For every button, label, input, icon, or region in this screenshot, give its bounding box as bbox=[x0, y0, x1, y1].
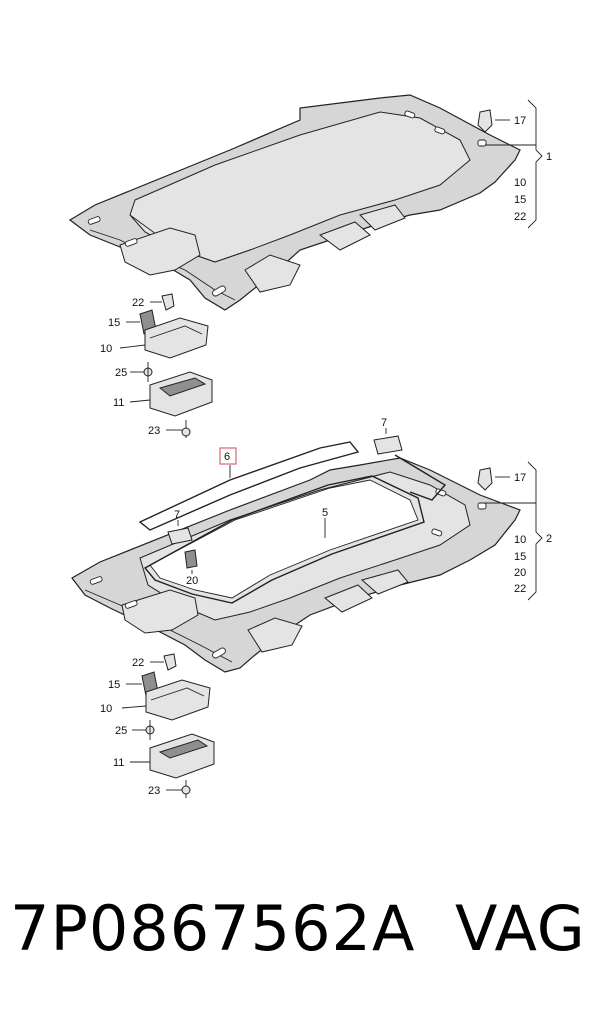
pad-7-left: 7 bbox=[167, 509, 193, 545]
callout-label: 23 bbox=[148, 785, 160, 797]
clip-17-lower: 17 bbox=[477, 467, 526, 491]
callout-label: 15 bbox=[108, 679, 120, 691]
lower-headliner bbox=[71, 457, 521, 673]
callout-label: 11 bbox=[113, 397, 124, 409]
callout-label: 10 bbox=[514, 177, 526, 189]
upper-headliner bbox=[68, 94, 521, 311]
callout-label: 22 bbox=[514, 211, 526, 223]
clip-20: 20 bbox=[184, 549, 198, 587]
lower-console-group: 22 15 10 25 11 23 bbox=[100, 653, 215, 798]
callout-label: 2 bbox=[546, 533, 552, 545]
callout-label: 7 bbox=[381, 417, 387, 429]
callout-label: 11 bbox=[113, 757, 124, 769]
upper-bracket: 1 10 15 22 bbox=[485, 99, 552, 229]
sunroof-opening: 5 bbox=[143, 475, 425, 604]
callout-label: 1 bbox=[546, 151, 552, 163]
callout-label: 17 bbox=[514, 472, 526, 484]
callout-label: 6 bbox=[224, 451, 230, 463]
pad-7-right: 7 bbox=[373, 417, 403, 455]
clip-17-upper: 17 bbox=[477, 109, 526, 133]
callout-label: 25 bbox=[115, 367, 127, 379]
callout-label: 20 bbox=[514, 567, 526, 579]
seal-label: 5 bbox=[322, 507, 328, 519]
highlight-box-6 bbox=[219, 447, 237, 465]
callout-label: 10 bbox=[100, 343, 112, 355]
part-number: 7P0867562A bbox=[10, 892, 416, 965]
callout-label: 10 bbox=[100, 703, 112, 715]
callout-label: 15 bbox=[108, 317, 120, 329]
callout-label: 23 bbox=[148, 425, 160, 437]
callout-label: 22 bbox=[514, 583, 526, 595]
callout-label: 22 bbox=[132, 297, 144, 309]
lower-bracket: 2 10 15 20 22 bbox=[485, 461, 552, 601]
brand-name: VAG bbox=[455, 892, 586, 965]
callout-label: 10 bbox=[514, 534, 526, 546]
wind-deflector-seal: 6 bbox=[138, 441, 447, 531]
callout-label: 15 bbox=[514, 551, 526, 563]
callout-label: 17 bbox=[514, 115, 526, 127]
callout-label: 25 bbox=[115, 725, 127, 737]
callout-label: 22 bbox=[132, 657, 144, 669]
upper-console-group: 22 15 10 25 11 23 bbox=[100, 293, 213, 438]
callout-label: 20 bbox=[186, 575, 198, 587]
callout-label: 15 bbox=[514, 194, 526, 206]
callout-label: 7 bbox=[174, 509, 180, 521]
